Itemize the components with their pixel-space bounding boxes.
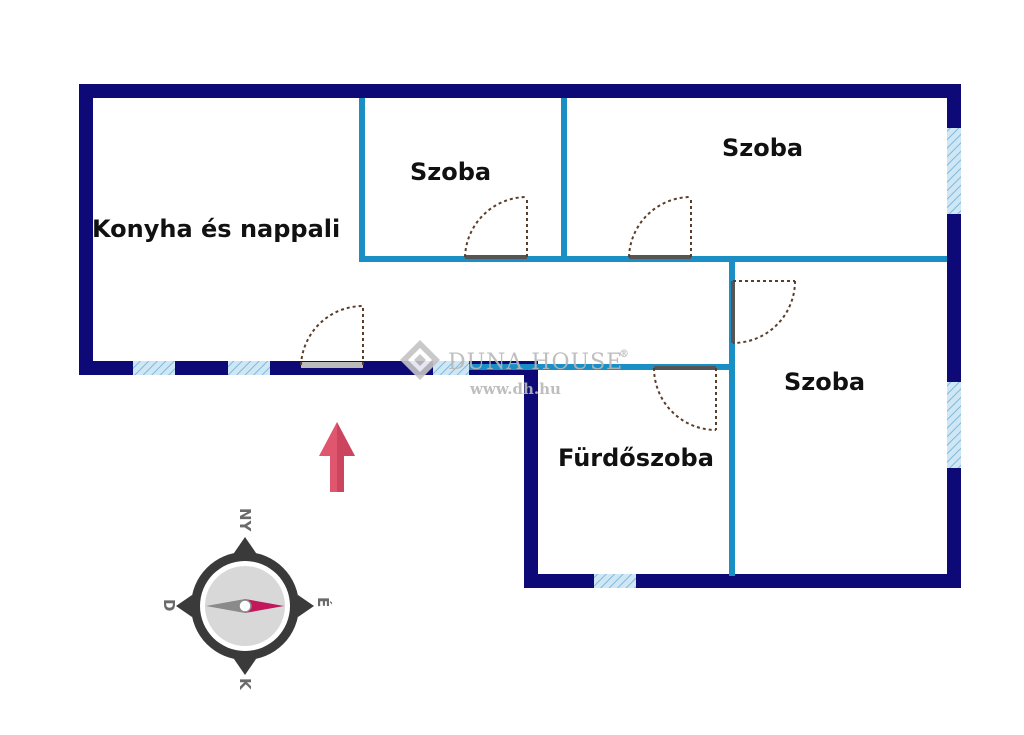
room-label-room-1: Szoba bbox=[410, 158, 491, 186]
watermark-brand: DUNA HOUSE bbox=[448, 350, 623, 375]
outer-wall-bath-left bbox=[524, 361, 538, 588]
outer-wall-left bbox=[79, 84, 93, 375]
door-room2 bbox=[628, 196, 692, 259]
window-right-bottom bbox=[947, 382, 961, 468]
windows bbox=[133, 128, 961, 588]
compass-icon: NY É K D bbox=[160, 508, 333, 691]
door-bathroom bbox=[653, 366, 717, 431]
compass-label-south: K bbox=[236, 678, 254, 691]
window-bathroom bbox=[594, 574, 636, 588]
watermark-url: www.dh.hu bbox=[469, 380, 561, 398]
doors bbox=[300, 196, 796, 431]
door-room1 bbox=[464, 196, 528, 259]
inner-wall-room1-left bbox=[359, 98, 365, 262]
outer-wall-bottom-right bbox=[524, 574, 961, 588]
window-entrance-side bbox=[433, 361, 469, 375]
window-left-2 bbox=[228, 361, 270, 375]
outer-walls bbox=[79, 84, 961, 588]
window-right-top bbox=[947, 128, 961, 214]
compass-label-east: É bbox=[314, 597, 333, 607]
room-label-room-2: Szoba bbox=[722, 134, 803, 162]
inner-wall-room3-left bbox=[729, 256, 735, 576]
watermark: DUNA HOUSE ® www.dh.hu bbox=[400, 340, 629, 398]
compass-label-west: D bbox=[160, 599, 178, 611]
inner-wall-corridor-bottom bbox=[469, 364, 735, 370]
door-entrance bbox=[300, 304, 364, 368]
watermark-registered: ® bbox=[619, 349, 629, 360]
room-label-bathroom: Fürdőszoba bbox=[558, 444, 714, 472]
room-label-room-3: Szoba bbox=[784, 368, 865, 396]
compass-label-north: NY bbox=[236, 508, 254, 533]
duna-house-logo-icon bbox=[400, 340, 440, 380]
outer-wall-top bbox=[79, 84, 961, 98]
entrance-arrow-icon bbox=[319, 422, 355, 492]
inner-wall-room1-room2 bbox=[561, 98, 567, 262]
window-left-1 bbox=[133, 361, 175, 375]
door-room3 bbox=[731, 280, 796, 344]
room-label-kitchen-living: Konyha és nappali bbox=[92, 215, 340, 243]
